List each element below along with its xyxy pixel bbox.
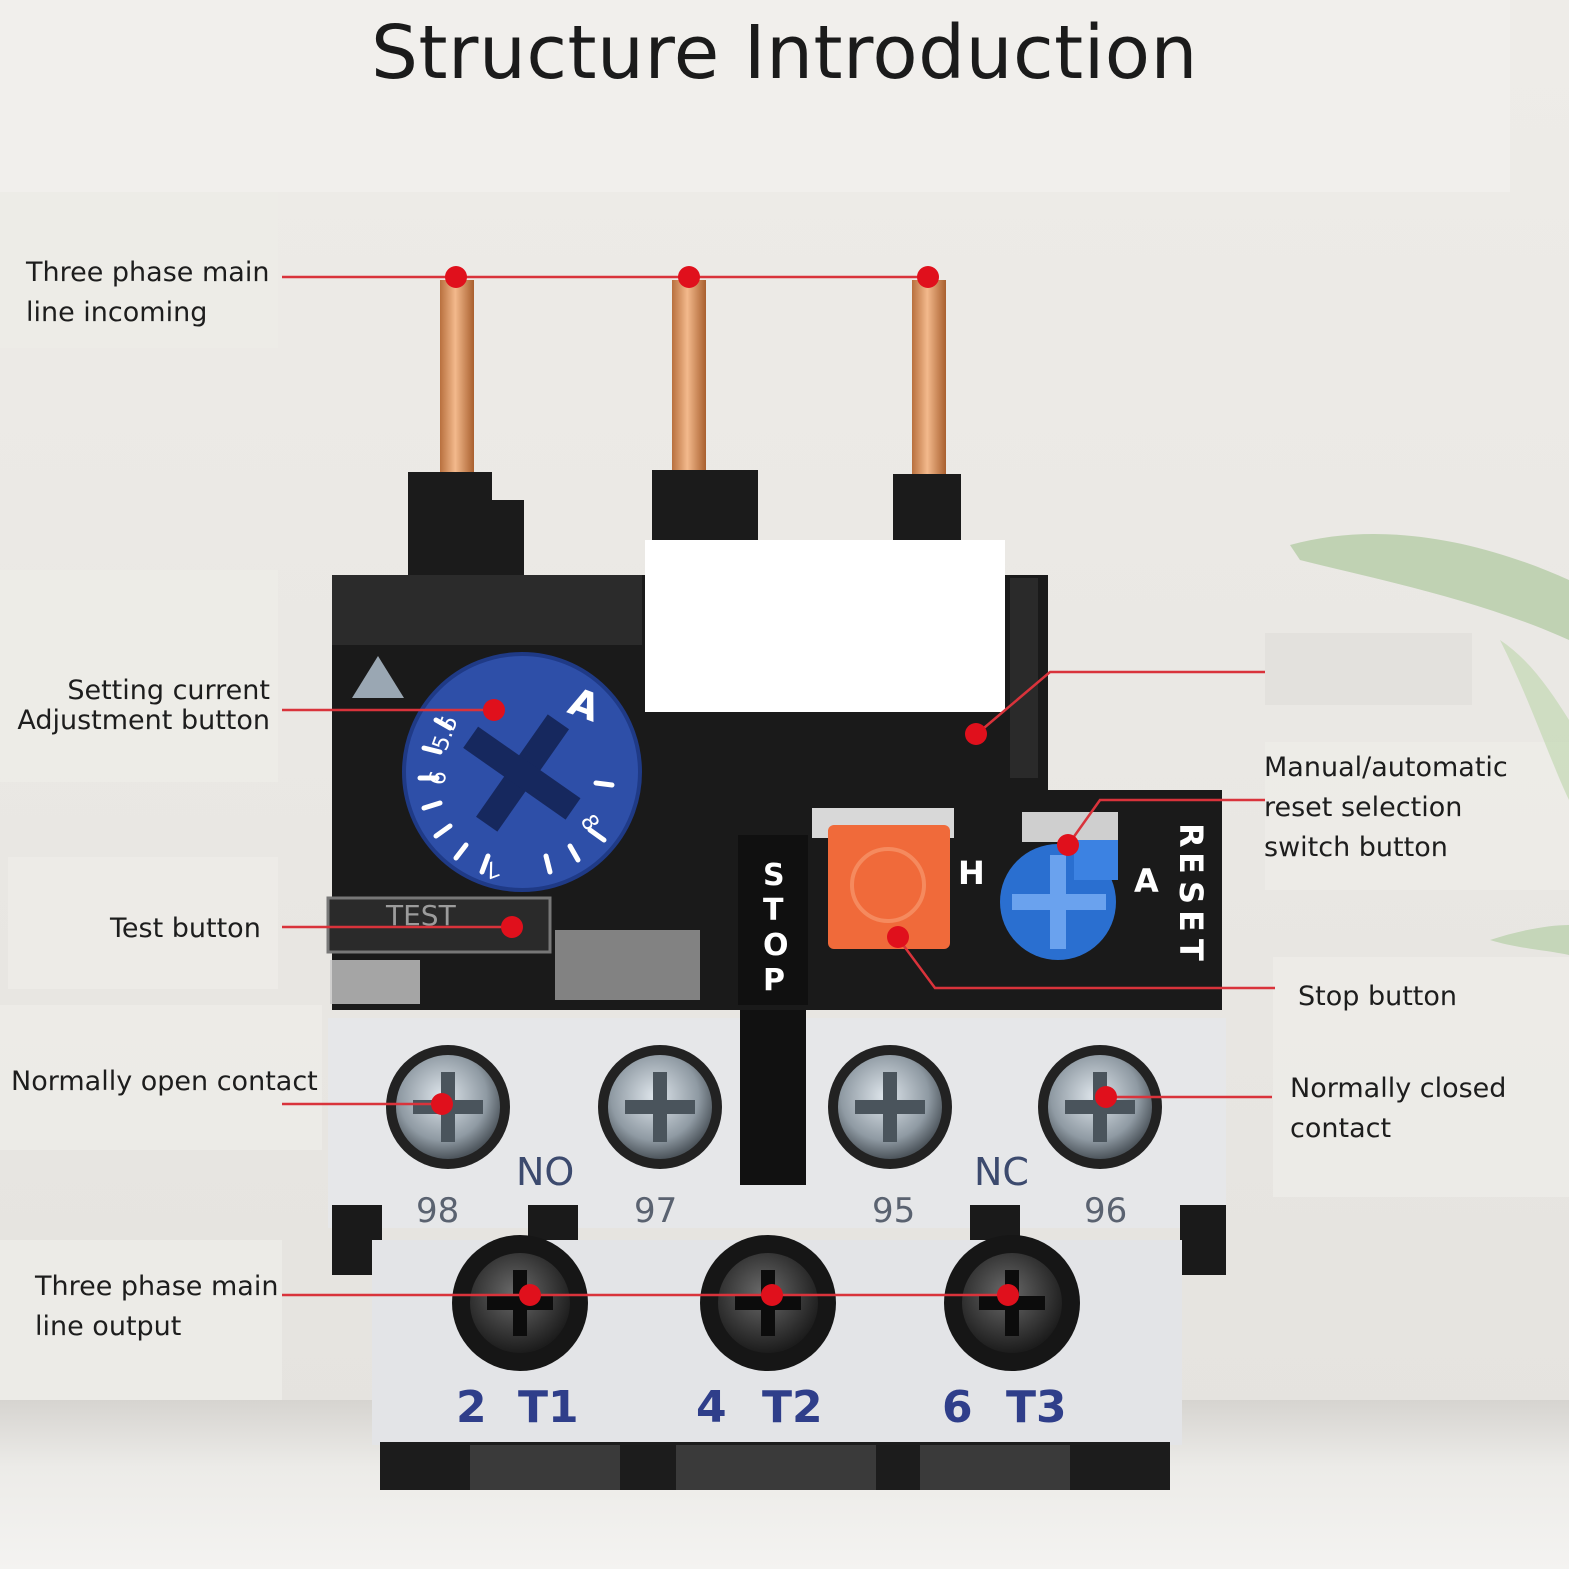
terminal-number: 95 xyxy=(872,1191,915,1231)
marker-dot xyxy=(917,266,939,288)
contact-screw-97[interactable] xyxy=(598,1045,722,1169)
no-label: NO xyxy=(516,1150,574,1194)
marker-dot xyxy=(445,266,467,288)
stop-letter: S xyxy=(763,858,785,893)
reset-letter: E xyxy=(1172,852,1210,874)
label-panel-test xyxy=(8,857,278,989)
marker-dot xyxy=(519,1284,541,1306)
contact-screw-96[interactable] xyxy=(1038,1045,1162,1169)
leader-line-reset xyxy=(1066,798,1265,846)
copper-pin-3 xyxy=(912,280,946,480)
label-incoming: Three phase main line incoming xyxy=(26,257,270,328)
label-panel-stop-nc xyxy=(1273,957,1569,1197)
output-label: 6 xyxy=(942,1382,973,1433)
terminal-number: 98 xyxy=(416,1191,459,1231)
housing-tab xyxy=(1180,1205,1226,1275)
label-reset-selection: Manual/automatic reset selection switch … xyxy=(1264,752,1508,863)
stop-letter: O xyxy=(763,928,789,963)
stop-letter: T xyxy=(763,893,784,928)
marker-dot xyxy=(997,1284,1019,1306)
label-panel-incoming xyxy=(0,192,278,348)
clear-tab xyxy=(330,960,420,1004)
label-panel-reset xyxy=(1265,742,1569,890)
label-test-button: Test button xyxy=(110,913,261,944)
top-bar xyxy=(332,575,642,645)
terminal-number: 96 xyxy=(1084,1191,1127,1231)
marker-dot xyxy=(483,699,505,721)
label-panel-no xyxy=(0,1005,322,1150)
stop-letter: P xyxy=(763,963,785,998)
title-band xyxy=(0,0,1510,192)
output-label: 4 xyxy=(696,1382,727,1433)
output-label: T1 xyxy=(518,1382,579,1433)
marker-dot xyxy=(887,926,909,948)
nc-label: NC xyxy=(974,1150,1029,1194)
mount-foot xyxy=(676,1445,876,1490)
reset-letter: E xyxy=(1172,910,1210,932)
marker-dot xyxy=(965,723,987,745)
transparent-cover-edge xyxy=(1010,578,1038,778)
output-screw-t1[interactable] xyxy=(452,1235,588,1371)
reset-letter: R xyxy=(1172,823,1210,848)
blank-label-area xyxy=(1265,633,1472,705)
marker-dot xyxy=(1057,834,1079,856)
plant-leaf xyxy=(1290,533,1569,640)
contact-screw-95[interactable] xyxy=(828,1045,952,1169)
copper-pin-2 xyxy=(672,280,706,480)
marker-dot xyxy=(431,1093,453,1115)
label-plate xyxy=(645,540,1005,712)
label-stop-button: Stop button xyxy=(1298,981,1458,1012)
output-label: T2 xyxy=(762,1382,823,1433)
warning-triangle xyxy=(352,656,404,698)
copper-pin-1 xyxy=(440,280,474,480)
marker-dot xyxy=(761,1284,783,1306)
plant-leaf xyxy=(1490,925,1569,955)
leader-line-stop xyxy=(896,937,1275,990)
current-adjustment-dial[interactable]: A 5.5 6 7 8 xyxy=(402,652,642,892)
terminal-number: 97 xyxy=(634,1191,677,1231)
clear-tab xyxy=(555,930,700,1000)
label-panel-output xyxy=(0,1240,282,1400)
label-setting-current: Setting current Adjustment button xyxy=(17,675,270,736)
a-label: A xyxy=(1134,862,1159,900)
label-normally-closed: Normally closed contact xyxy=(1290,1073,1507,1144)
label-normally-open: Normally open contact xyxy=(11,1066,318,1097)
reset-letter: T xyxy=(1172,939,1210,961)
center-divider xyxy=(740,1010,806,1185)
mount-foot xyxy=(470,1445,620,1490)
output-label: 2 xyxy=(456,1382,487,1433)
pin-sleeve-1 xyxy=(408,472,524,580)
label-output: Three phase main line output xyxy=(35,1271,279,1342)
label-panel-setting xyxy=(0,570,278,782)
stop-strip xyxy=(738,835,808,1005)
output-label: T3 xyxy=(1006,1382,1067,1433)
reset-selection-knob[interactable] xyxy=(1000,840,1118,960)
marker-dot xyxy=(1095,1086,1117,1108)
mount-foot xyxy=(920,1445,1070,1490)
marker-dot xyxy=(501,916,523,938)
stop-button[interactable] xyxy=(828,825,950,949)
leader-line-cover xyxy=(977,670,1265,734)
h-label: H xyxy=(958,854,985,892)
reset-letter: S xyxy=(1172,881,1210,904)
plant-leaf xyxy=(1500,640,1569,800)
marker-dot xyxy=(678,266,700,288)
dial-number: 6 xyxy=(425,769,452,787)
page-title: Structure Introduction xyxy=(371,10,1198,96)
